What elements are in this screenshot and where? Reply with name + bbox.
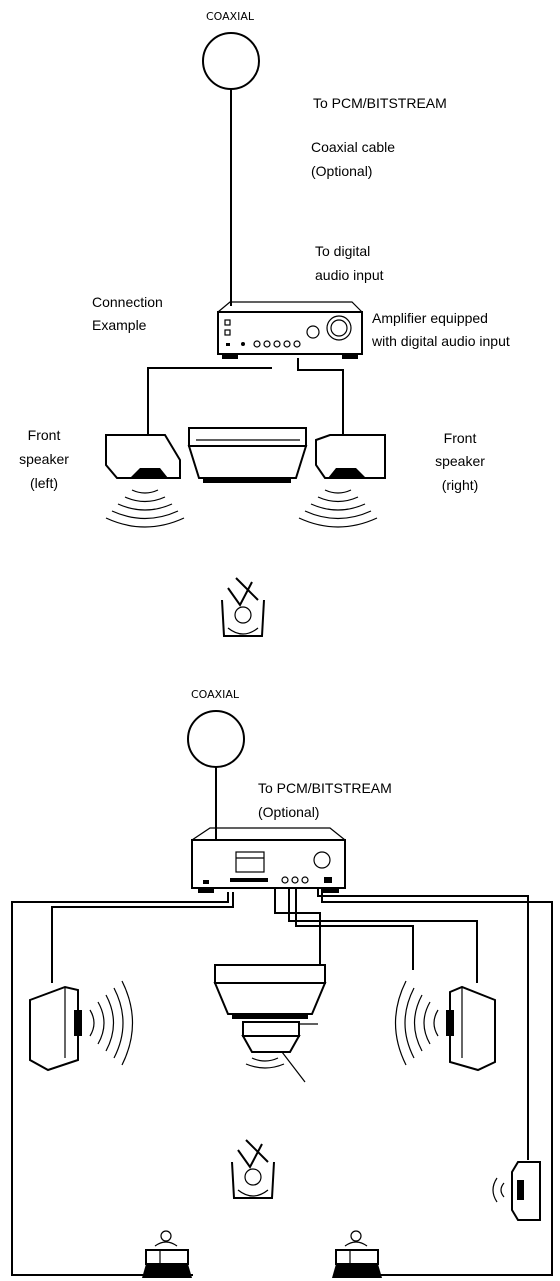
listener-icon [231,1139,275,1199]
connection-example-line2: Example [92,317,147,333]
coaxial-cable-label: Coaxial cable [311,139,395,155]
sound-wave-icon [298,489,378,528]
front-left-label-line1: Front [28,427,61,443]
diagram-1: COAXIAL To PCM/BITSTREAM Coaxial cable (… [19,10,510,637]
speaker-icon [511,1161,541,1221]
coaxial-label-2: COAXIAL [191,688,240,701]
speaker-icon [332,1230,382,1278]
amplifier-label-line1: Amplifier equipped [372,310,488,326]
wire-subwoofer [295,888,414,970]
diagram-2: COAXIAL To PCM/BITSTREAM (Optional) [11,688,553,1278]
tv-icon [187,427,308,483]
tv-icon [213,964,327,1019]
front-right-label-line3: (right) [442,477,479,493]
wire-front-left [51,892,234,983]
cable-optional-label: (Optional) [311,163,372,179]
digital-input-label-line1: To digital [315,243,370,259]
amplifier-icon [217,301,363,359]
optional-label-2: (Optional) [258,804,319,820]
amplifier-icon [191,827,346,893]
coaxial-jack-icon [187,710,245,768]
pcm-bitstream-label-1: To PCM/BITSTREAM [313,95,447,111]
wire-front-left [147,367,272,435]
sound-wave-icon [245,1057,285,1069]
amplifier-label-line2: with digital audio input [371,333,510,349]
speaker-icon [446,985,496,1072]
wire-front-right [288,888,478,983]
wire-surround-left [11,892,229,1276]
wire-rear-side [317,888,529,1160]
coaxial-label-1: COAXIAL [206,10,255,23]
front-left-label-line2: speaker [19,451,69,467]
coaxial-jack-icon [202,32,260,90]
wire-surround-right [321,888,553,1276]
sound-wave-icon [394,980,439,1066]
speaker-icon [29,985,82,1072]
sound-wave-icon [492,1177,505,1203]
speaker-icon [315,434,386,479]
subwoofer-icon [241,1021,318,1083]
front-left-label-line3: (left) [30,475,58,491]
sound-wave-icon [89,980,134,1066]
digital-input-label-line2: audio input [315,267,384,283]
pcm-bitstream-label-2: To PCM/BITSTREAM [258,780,392,796]
connection-example-line1: Connection [92,294,163,310]
sound-wave-icon [105,489,185,528]
wire-center [274,888,321,975]
front-right-label-line1: Front [444,430,477,446]
listener-icon [221,577,265,637]
wire-front-right [297,358,344,435]
speaker-icon [142,1230,192,1278]
speaker-icon [105,434,181,479]
front-right-label-line2: speaker [435,453,485,469]
